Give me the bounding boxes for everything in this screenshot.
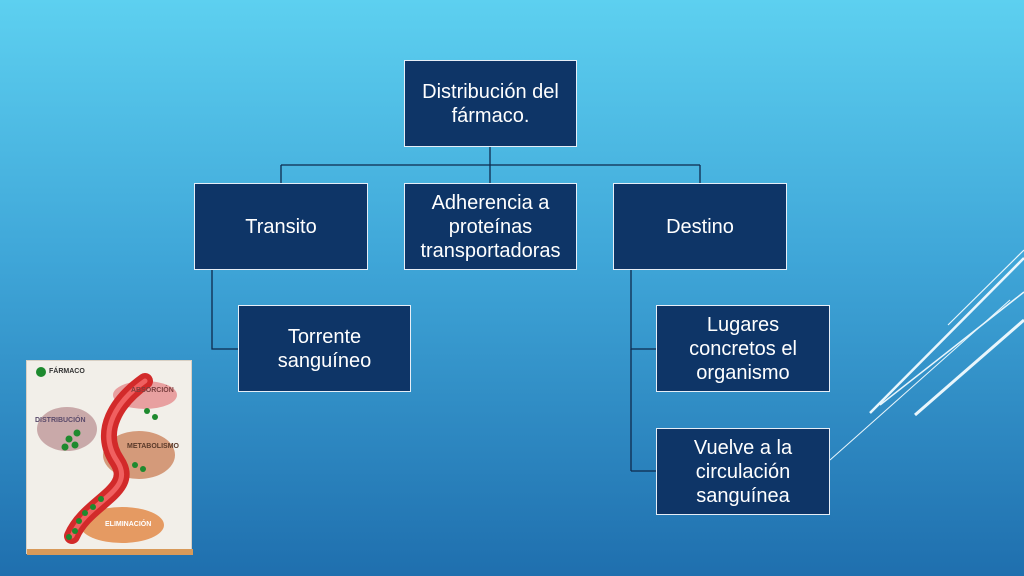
pharmacology-illustration: FÁRMACO ABSORCIÓN DISTRIBUCIÓN METABOLIS… — [26, 360, 193, 555]
node-destino-label: Destino — [666, 215, 734, 238]
illustration-label-eliminacion: ELIMINACIÓN — [105, 521, 152, 528]
illustration-label-metabolismo: METABOLISMO — [127, 443, 179, 450]
node-root: Distribución del fármaco. — [404, 60, 577, 147]
blood-vessel-graphic — [27, 367, 193, 555]
illustration-title: FÁRMACO — [49, 368, 85, 375]
node-vuelve: Vuelve a la circulación sanguínea — [656, 428, 830, 515]
node-lugares: Lugares concretos el organismo — [656, 305, 830, 392]
node-lugares-label: Lugares concretos el organismo — [689, 313, 797, 384]
node-adherencia: Adherencia a proteínas transportadoras — [404, 183, 577, 270]
node-transito-label: Transito — [245, 215, 317, 238]
node-torrente-label: Torrente sanguíneo — [277, 325, 372, 372]
node-transito: Transito — [194, 183, 368, 270]
illustration-label-absorcion: ABSORCIÓN — [131, 387, 174, 394]
illustration-label-distribucion: DISTRIBUCIÓN — [35, 417, 86, 424]
node-adherencia-label: Adherencia a proteínas transportadoras — [420, 191, 561, 262]
node-root-label: Distribución del fármaco. — [422, 80, 559, 127]
node-torrente: Torrente sanguíneo — [238, 305, 411, 392]
node-destino: Destino — [613, 183, 787, 270]
node-vuelve-label: Vuelve a la circulación sanguínea — [693, 436, 793, 507]
